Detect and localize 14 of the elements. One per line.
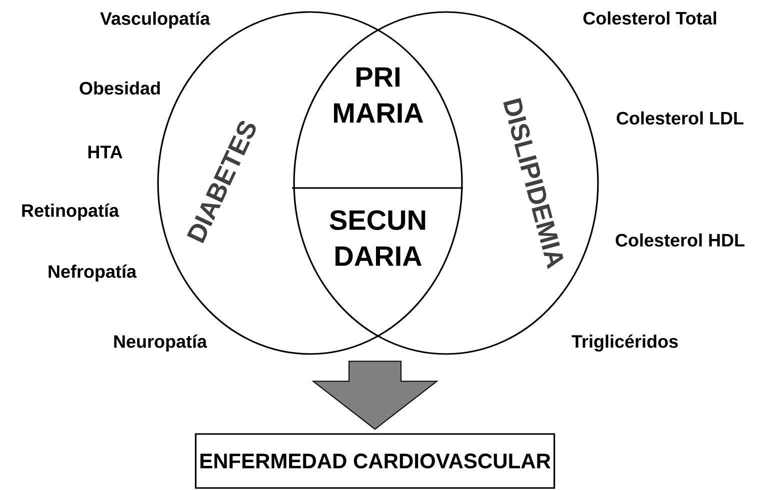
side-label: Neuropatía: [114, 334, 208, 352]
side-label: Triglicéridos: [572, 334, 678, 352]
side-label: Retinopatía: [22, 204, 120, 220]
side-label: Colesterol Total: [583, 11, 716, 25]
region-label: SECUN DARIA: [330, 210, 426, 266]
side-label: Colesterol HDL: [616, 233, 744, 247]
side-label: Obesidad: [80, 81, 160, 95]
side-label: HTA: [88, 146, 122, 158]
side-label: Nefropatía: [48, 264, 137, 282]
side-label: Colesterol LDL: [616, 111, 744, 125]
region-label: PRI MARIA: [334, 67, 424, 123]
side-label: Vasculopatía: [100, 12, 210, 28]
outcome-box: ENFERMEDAD CARDIOVASCULAR: [194, 433, 556, 489]
block-arrow: [312, 360, 438, 430]
